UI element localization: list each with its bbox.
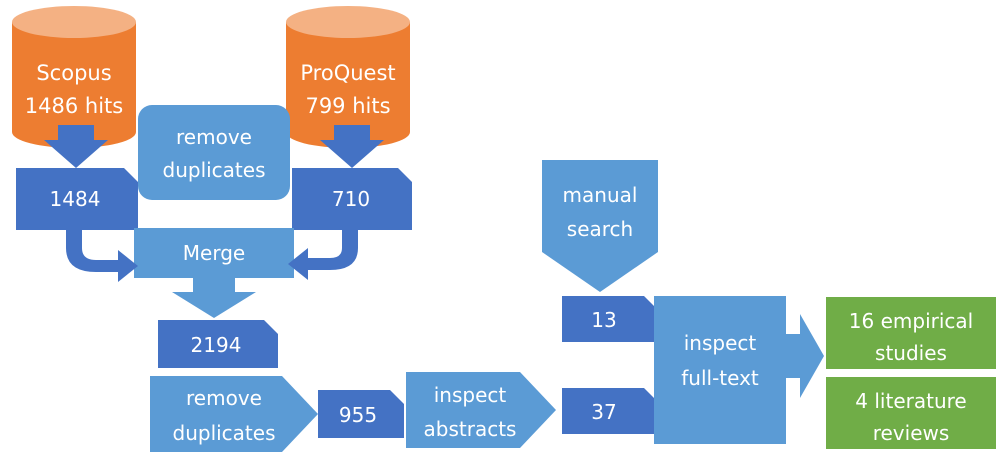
empirical-line1: 16 empirical <box>849 309 973 333</box>
scopus-hits: 1486 hits <box>25 94 123 118</box>
proquest-name: ProQuest <box>300 61 395 85</box>
dedup-count-box: 955 <box>318 390 404 438</box>
empirical-line2: studies <box>875 341 947 365</box>
manual-count: 13 <box>591 308 616 332</box>
scopus-count-box: 1484 <box>16 168 138 230</box>
manual-search-line1: manual <box>563 183 638 207</box>
inspect-abstracts-line2: abstracts <box>424 417 517 441</box>
proquest-to-merge-arrow <box>288 230 358 280</box>
merge-step: Merge <box>134 228 294 318</box>
manual-search-line2: search <box>567 217 633 241</box>
proquest-hits: 799 hits <box>305 94 390 118</box>
proquest-database: ProQuest 799 hits <box>286 6 410 148</box>
remove-duplicates-bottom-line2: duplicates <box>173 421 276 445</box>
scopus-count: 1484 <box>50 187 101 211</box>
proquest-count-box: 710 <box>292 168 412 230</box>
remove-duplicates-top-box: remove duplicates <box>138 105 290 200</box>
merged-count: 2194 <box>191 333 242 357</box>
literature-reviews-box: 4 literature reviews <box>826 377 996 449</box>
scopus-down-arrow <box>44 125 108 168</box>
merge-label: Merge <box>183 241 245 265</box>
reviews-line2: reviews <box>873 421 950 445</box>
abstracts-count: 37 <box>591 400 616 424</box>
merged-count-box: 2194 <box>158 320 278 368</box>
abstracts-count-box: 37 <box>562 388 656 434</box>
remove-duplicates-top-line1: remove <box>176 125 252 149</box>
empirical-studies-box: 16 empirical studies <box>826 297 996 369</box>
inspect-fulltext-step: inspect full-text <box>654 296 824 444</box>
remove-duplicates-top-line2: duplicates <box>163 158 266 182</box>
reviews-line1: 4 literature <box>855 389 966 413</box>
scopus-name: Scopus <box>36 61 111 85</box>
scopus-to-merge-arrow <box>66 230 138 282</box>
inspect-abstracts-box: inspect abstracts <box>406 372 556 448</box>
remove-duplicates-bottom-box: remove duplicates <box>150 376 318 452</box>
proquest-down-arrow <box>320 125 384 168</box>
scopus-database: Scopus 1486 hits <box>12 6 136 148</box>
manual-search-box: manual search <box>542 160 658 292</box>
inspect-fulltext-line2: full-text <box>681 366 759 390</box>
manual-count-box: 13 <box>562 296 656 342</box>
inspect-fulltext-line1: inspect <box>684 331 757 355</box>
inspect-abstracts-line1: inspect <box>434 383 507 407</box>
remove-duplicates-bottom-line1: remove <box>186 386 262 410</box>
proquest-count: 710 <box>332 187 370 211</box>
dedup-count: 955 <box>339 403 377 427</box>
